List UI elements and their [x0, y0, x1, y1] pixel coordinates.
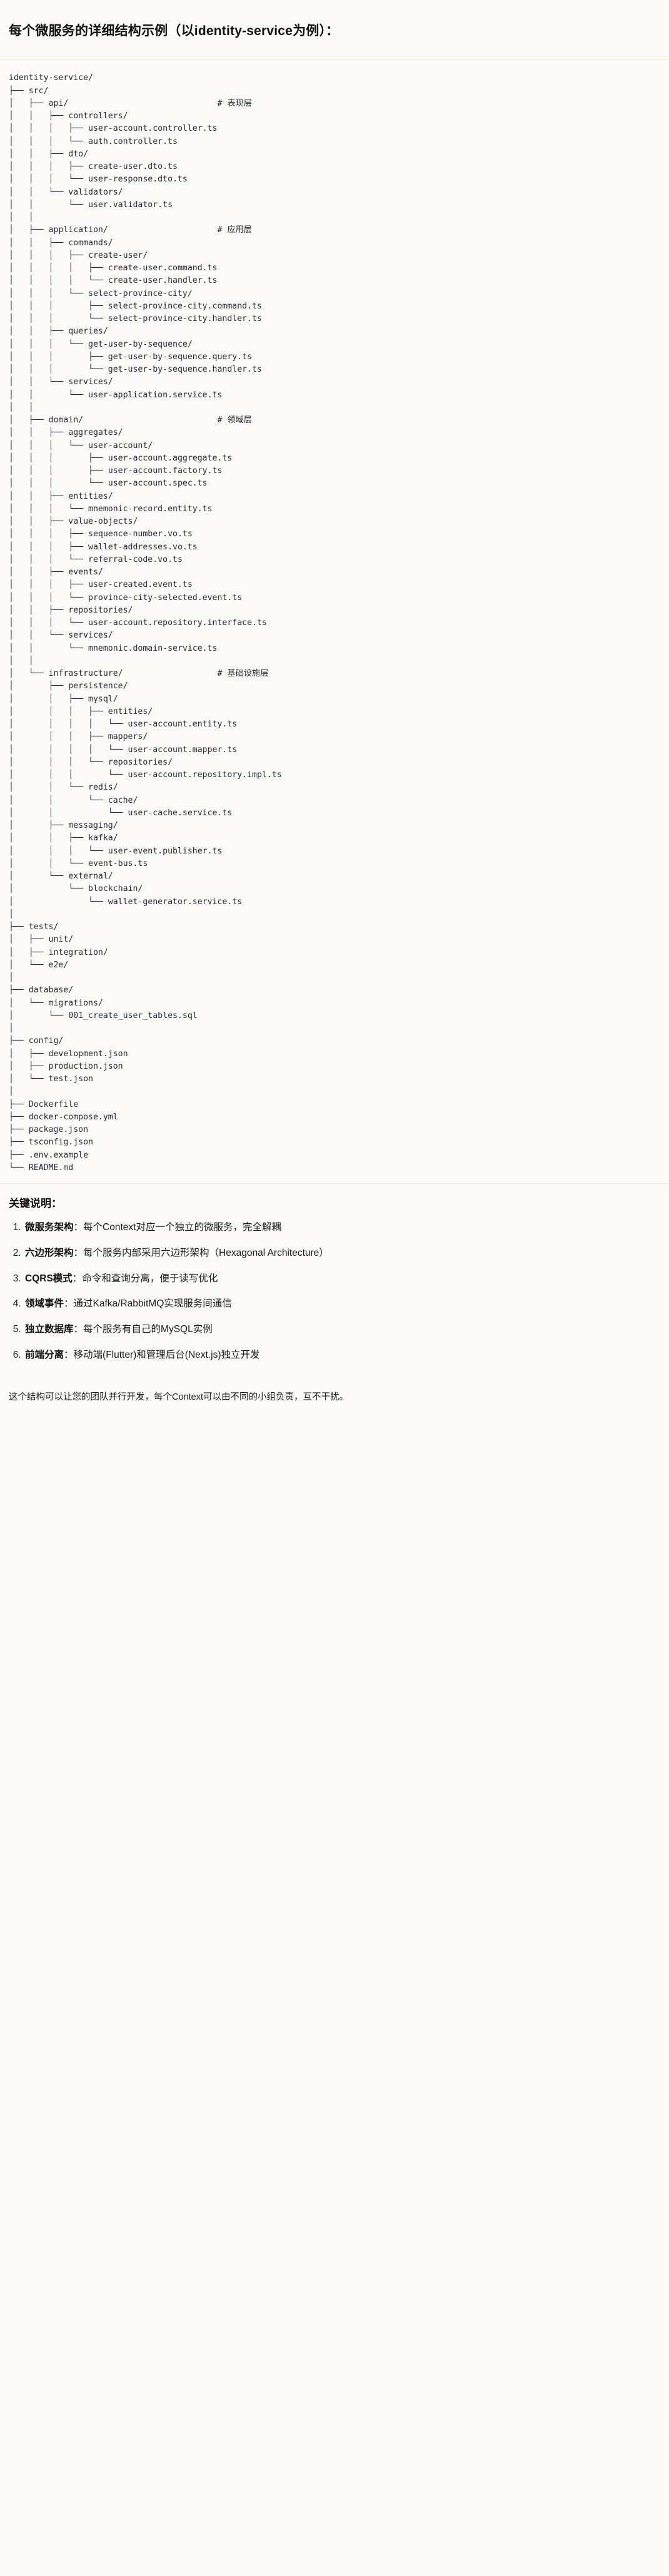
- key-notes-list: 微服务架构：每个Context对应一个独立的微服务，完全解耦 六边形架构：每个服…: [9, 1220, 660, 1363]
- list-item: 六边形架构：每个服务内部采用六边形架构（Hexagonal Architectu…: [24, 1246, 660, 1261]
- note-separator: ：: [73, 1247, 84, 1258]
- directory-tree-section: identity-service/ ├── src/ │ ├── api/ # …: [0, 59, 669, 1184]
- key-notes-section: 关键说明： 微服务架构：每个Context对应一个独立的微服务，完全解耦 六边形…: [0, 1184, 669, 1370]
- note-term: 前端分离: [25, 1350, 64, 1360]
- note-description: 通过Kafka/RabbitMQ实现服务间通信: [73, 1298, 232, 1310]
- list-item: 领域事件：通过Kafka/RabbitMQ实现服务间通信: [24, 1296, 660, 1312]
- list-item: 微服务架构：每个Context对应一个独立的微服务，完全解耦: [24, 1220, 660, 1236]
- note-description: 每个Context对应一个独立的微服务，完全解耦: [83, 1222, 281, 1233]
- page-root: 每个微服务的详细结构示例（以identity-service为例）： ident…: [0, 0, 669, 1428]
- note-term: 微服务架构: [25, 1222, 74, 1233]
- note-separator: ：: [72, 1273, 83, 1284]
- note-description: 命令和查询分离，便于读写优化: [82, 1273, 218, 1284]
- closing-section: 这个结构可以让您的团队并行开发，每个Context可以由不同的小组负责，互不干扰…: [0, 1370, 669, 1428]
- note-separator: ：: [73, 1324, 84, 1335]
- page-title: 每个微服务的详细结构示例（以identity-service为例）：: [9, 24, 340, 39]
- note-separator: ：: [64, 1350, 74, 1360]
- note-description: 每个服务内部采用六边形架构（Hexagonal Architecture）: [83, 1247, 329, 1258]
- note-term: 领域事件: [25, 1298, 64, 1310]
- note-description: 每个服务有自己的MySQL实例: [83, 1324, 213, 1335]
- note-separator: ：: [73, 1222, 84, 1233]
- note-term: 六边形架构: [25, 1247, 74, 1258]
- note-term: 独立数据库: [25, 1324, 74, 1335]
- list-item: 独立数据库：每个服务有自己的MySQL实例: [24, 1322, 660, 1338]
- list-item: 前端分离：移动端(Flutter)和管理后台(Next.js)独立开发: [24, 1348, 660, 1363]
- note-term: CQRS模式: [25, 1273, 73, 1284]
- closing-paragraph: 这个结构可以让您的团队并行开发，每个Context可以由不同的小组负责，互不干扰…: [9, 1392, 348, 1403]
- list-item: CQRS模式：命令和查询分离，便于读写优化: [24, 1271, 660, 1287]
- key-notes-heading: 关键说明：: [9, 1198, 62, 1210]
- note-description: 移动端(Flutter)和管理后台(Next.js)独立开发: [73, 1350, 260, 1360]
- directory-tree: identity-service/ ├── src/ │ ├── api/ # …: [9, 73, 282, 1173]
- note-separator: ：: [64, 1298, 74, 1310]
- title-section: 每个微服务的详细结构示例（以identity-service为例）：: [0, 0, 669, 60]
